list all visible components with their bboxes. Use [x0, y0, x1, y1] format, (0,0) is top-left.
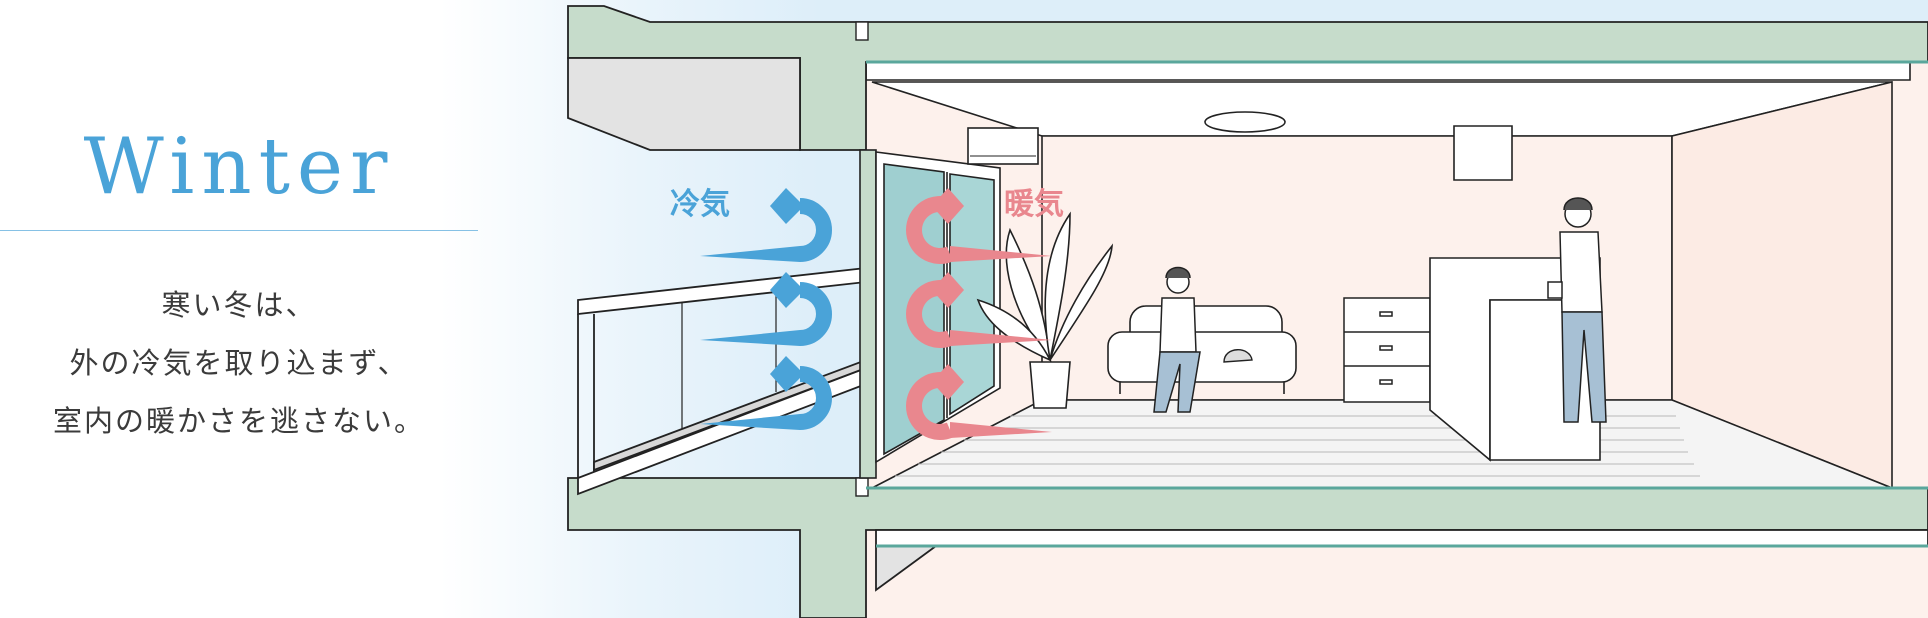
season-title: Winter [83, 122, 395, 212]
warm-air-arrowhead-1 [932, 188, 964, 224]
cold-air-arrowhead-2 [770, 272, 804, 308]
cold-air-stream-1 [700, 246, 800, 262]
caption-line-3: 室内の暖かさを逃さない。 [52, 404, 425, 438]
title-divider [0, 230, 478, 231]
balcony [577, 266, 867, 496]
range-hood [1453, 125, 1513, 181]
warm-air-arrowhead-3 [932, 364, 964, 400]
warm-air-flow [906, 188, 1052, 440]
kettle [1547, 281, 1563, 299]
sleeping-cat [1223, 349, 1253, 363]
cold-air-flow [700, 188, 832, 430]
cold-air-curve-2 [799, 282, 832, 346]
potted-plant [976, 211, 1114, 409]
warm-air-stream-2 [950, 330, 1052, 346]
text-panel: Winter 寒い冬は、 外の冷気を取り込まず、 室内の暖かさを逃さない。 [0, 0, 480, 618]
drawer-cabinet [1343, 297, 1431, 403]
cold-air-arrowhead-1 [770, 188, 804, 224]
cold-air-curve-1 [799, 198, 832, 262]
cold-air-stream-2 [700, 330, 800, 346]
lower-ceiling-strip [875, 529, 1928, 547]
upper-slab-underside [567, 57, 801, 151]
standing-man [1547, 197, 1607, 423]
seated-woman [1153, 266, 1201, 413]
caption-line-1: 寒い冬は、 [161, 288, 317, 322]
warm-air-stream-1 [950, 246, 1052, 262]
sofa [1107, 305, 1297, 394]
warm-air-label: 暖気 [1004, 187, 1064, 222]
warm-air-stream-3 [950, 422, 1052, 438]
building-outline-accents [866, 60, 1928, 548]
cold-air-curve-3 [799, 366, 832, 430]
warm-air-arrowhead-2 [932, 272, 964, 308]
cold-air-label: 冷気 [670, 187, 730, 222]
air-conditioner [967, 127, 1039, 165]
ceiling-light [1204, 111, 1286, 133]
caption: 寒い冬は、 外の冷気を取り込まず、 室内の暖かさを逃さない。 [0, 276, 478, 450]
ceiling-edge [865, 61, 1911, 81]
cold-air-arrowhead-3 [770, 356, 804, 392]
caption-line-2: 外の冷気を取り込まず、 [69, 346, 409, 380]
cold-air-stream-3 [700, 414, 800, 430]
